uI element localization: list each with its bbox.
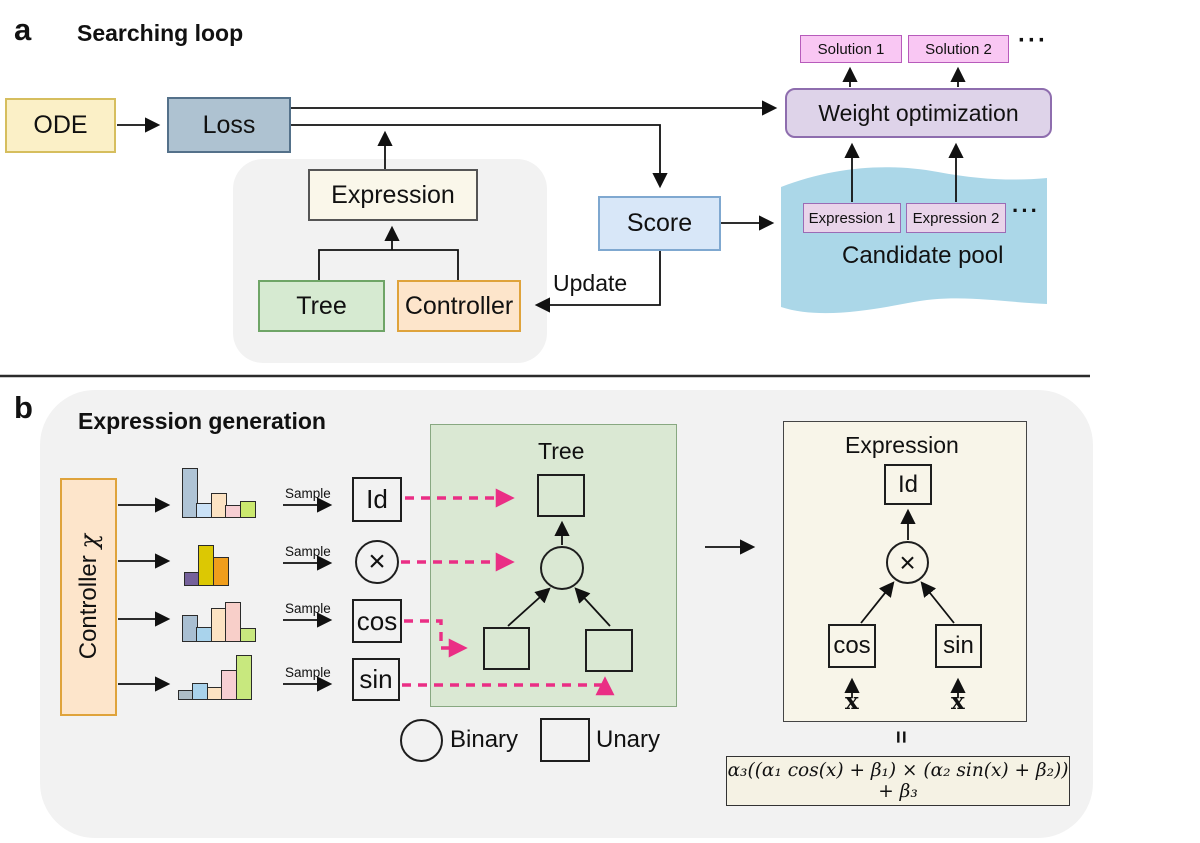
panel-a-title: Searching loop: [77, 20, 244, 46]
probability-bar: [239, 628, 256, 642]
controller-node: Controller: [397, 280, 521, 332]
candidate-pool-label: Candidate pool: [842, 242, 1004, 269]
operator-id: Id: [352, 477, 402, 522]
controller-chi-label: Controller χ: [74, 534, 103, 660]
legend-binary-label: Binary: [450, 726, 519, 753]
sample-label-1: Sample: [285, 486, 331, 501]
tree-panel-title: Tree: [538, 438, 585, 464]
probability-bar: [212, 557, 229, 586]
solution-1-node: Solution 1: [800, 35, 902, 63]
legend-binary-circle: [400, 719, 443, 762]
loss-node: Loss: [167, 97, 291, 153]
probability-bar: [235, 655, 252, 700]
histogram-2: [184, 536, 229, 586]
operator-sin: sin: [352, 658, 400, 701]
tree-node: Tree: [258, 280, 385, 332]
expression-times-node: ×: [886, 541, 929, 584]
expression-cos-node: cos: [828, 624, 876, 668]
input-x-sin: x: [951, 688, 965, 715]
expression-node: Expression: [308, 169, 478, 221]
weight-optimization-node: Weight optimization: [785, 88, 1052, 138]
probability-bar: [225, 602, 242, 642]
expression-sin-node: sin: [935, 624, 982, 668]
pool-ellipsis: ···: [1012, 198, 1040, 223]
input-x-cos: x: [845, 688, 859, 715]
controller-chi-node: Controller χ: [60, 478, 117, 716]
ode-node: ODE: [5, 98, 116, 153]
candidate-pool-shape: [781, 167, 1047, 314]
expression-formula: α₃((α₁ cos(x) + β₁) × (α₂ sin(x) + β₂)) …: [727, 760, 1069, 802]
panel-a-label: a: [14, 12, 32, 47]
legend-unary-square: [540, 718, 590, 762]
expression-panel-title: Expression: [845, 432, 959, 458]
tree-left-square: [483, 627, 530, 670]
solution-2-node: Solution 2: [908, 35, 1009, 63]
update-label: Update: [553, 270, 628, 296]
pool-expression-1-node: Expression 1: [803, 203, 901, 233]
tree-right-square: [585, 629, 633, 672]
tree-panel: [430, 424, 677, 707]
sample-label-2: Sample: [285, 544, 331, 559]
expression-id-node: Id: [884, 464, 932, 505]
operator-cos: cos: [352, 599, 402, 643]
score-node: Score: [598, 196, 721, 251]
histogram-1: [182, 468, 256, 518]
panel-b-label: b: [14, 390, 33, 425]
histogram-4: [178, 650, 252, 700]
chi-symbol: χ: [74, 534, 103, 549]
solutions-ellipsis: ···: [1018, 27, 1048, 54]
legend-unary-label: Unary: [596, 726, 661, 753]
probability-bar: [182, 468, 198, 518]
tree-binary-circle: [540, 546, 584, 590]
histogram-3: [182, 592, 256, 642]
sample-label-3: Sample: [285, 601, 331, 616]
equals-sign: =: [888, 730, 914, 744]
pool-expression-2-node: Expression 2: [906, 203, 1006, 233]
operator-times: ×: [355, 540, 399, 584]
sample-label-4: Sample: [285, 665, 331, 680]
probability-bar: [239, 501, 256, 518]
panel-b-title: Expression generation: [78, 408, 326, 434]
tree-root-square: [537, 474, 585, 517]
